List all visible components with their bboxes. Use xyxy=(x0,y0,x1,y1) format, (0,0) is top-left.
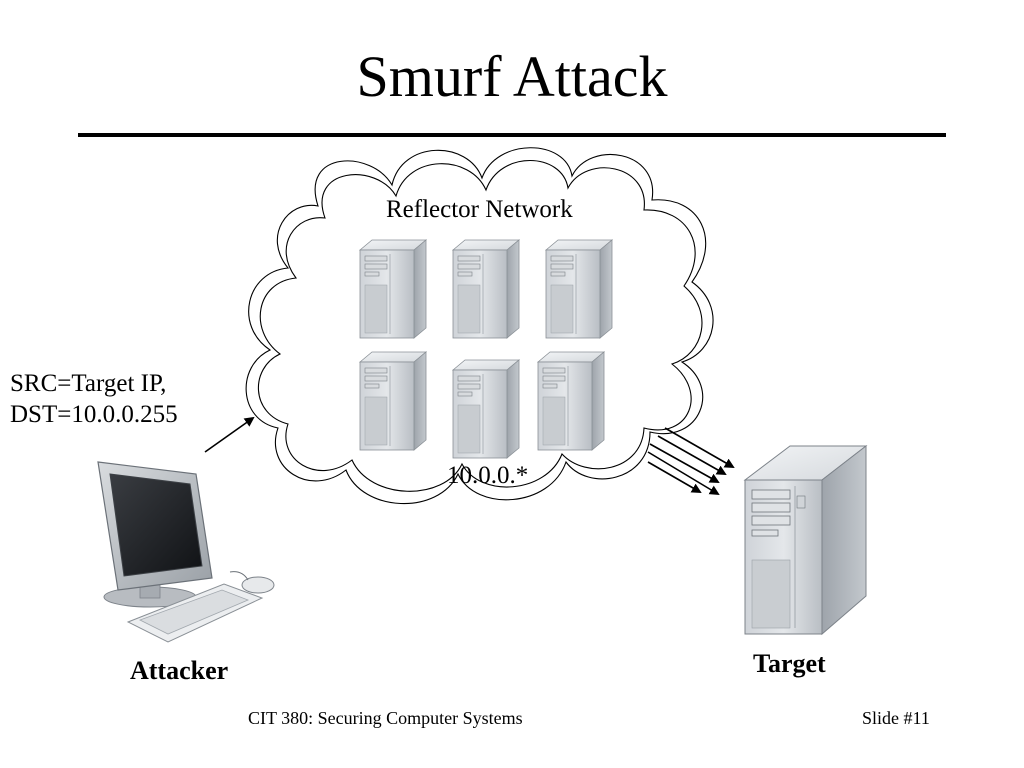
footer-slide-number: Slide #11 xyxy=(862,708,930,728)
attacker-label: Attacker xyxy=(130,656,229,685)
title-rule xyxy=(78,133,946,137)
slide-title: Smurf Attack xyxy=(356,44,668,109)
reflector-server-2 xyxy=(452,239,520,339)
packet-dst-line: DST=10.0.0.255 xyxy=(10,401,178,428)
footer-course: CIT 380: Securing Computer Systems xyxy=(248,708,523,728)
target-server xyxy=(743,444,868,636)
reflector-server-5 xyxy=(452,359,520,459)
reflection-arrows xyxy=(647,427,735,496)
attacker-computer xyxy=(97,461,275,643)
reflector-cloud xyxy=(245,147,714,505)
reflector-server-3 xyxy=(545,239,613,339)
reflection-arrow-2 xyxy=(657,435,727,475)
attacker-arrow xyxy=(204,416,255,453)
reflection-arrow-4 xyxy=(647,451,720,496)
packet-header-label: SRC=Target IP, DST=10.0.0.255 xyxy=(10,368,178,430)
reflector-network-label: Reflector Network xyxy=(386,196,573,223)
subnet-label: 10.0.0.* xyxy=(447,462,529,489)
target-label: Target xyxy=(753,649,826,678)
reflector-server-4 xyxy=(359,351,427,451)
reflector-server-6 xyxy=(537,351,605,451)
reflection-arrow-3 xyxy=(649,443,720,483)
reflection-arrow-1 xyxy=(664,427,735,468)
packet-src-line: SRC=Target IP, xyxy=(10,370,167,397)
reflection-arrow-5 xyxy=(647,461,702,493)
reflector-server-1 xyxy=(359,239,427,339)
